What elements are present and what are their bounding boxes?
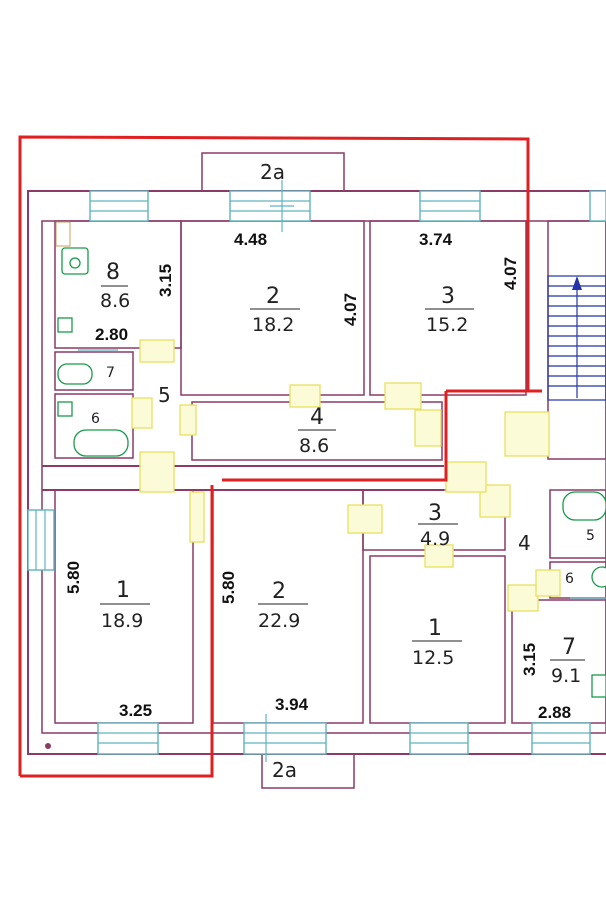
room-2-bottom-area: 22.9 xyxy=(258,610,300,632)
room-5-right-number: 5 xyxy=(586,528,595,544)
room-2-bottom-wall xyxy=(212,489,364,724)
room-1-right-area: 12.5 xyxy=(412,647,454,669)
room-3-top-area: 15.2 xyxy=(426,314,468,336)
room-6-right-number: 6 xyxy=(565,571,574,587)
room-8-number: 8 xyxy=(106,260,120,285)
dim-label: 5.80 xyxy=(64,561,83,594)
doors xyxy=(131,339,561,612)
corner-dot xyxy=(45,743,51,749)
room-1-right-number: 1 xyxy=(428,616,442,641)
room-7-small-number: 7 xyxy=(106,365,115,381)
room-2-top-area: 18.2 xyxy=(252,314,294,336)
stairs xyxy=(547,275,606,401)
dim-label: 2.88 xyxy=(538,703,571,722)
dim-label: 3.74 xyxy=(419,230,453,249)
room-2-top-number: 2 xyxy=(266,284,280,309)
room-7-right-area: 9.1 xyxy=(551,665,581,687)
room-7-small-wall xyxy=(54,351,134,391)
dim-label: 2.80 xyxy=(95,325,128,344)
room-6-small-number: 6 xyxy=(91,411,100,427)
room-5-number: 5 xyxy=(158,383,171,407)
windows xyxy=(27,180,606,762)
room-7-right-number: 7 xyxy=(562,635,576,660)
room-4-right-number: 4 xyxy=(518,531,531,555)
dim-label: 3.15 xyxy=(520,643,539,676)
room-2-bottom-number: 2 xyxy=(272,579,286,604)
room-1-area: 18.9 xyxy=(101,610,143,632)
dim-label: 4.07 xyxy=(501,257,520,290)
fixtures xyxy=(55,221,606,698)
dim-label: 3.94 xyxy=(275,695,309,714)
room-8-area: 8.6 xyxy=(100,290,130,312)
room-3-bottom-number: 3 xyxy=(428,501,442,526)
corridor-4-area: 8.6 xyxy=(299,435,329,457)
balcony-top-label: 2a xyxy=(260,160,285,184)
room-1-number: 1 xyxy=(116,578,130,603)
room-3-top-number: 3 xyxy=(441,284,455,309)
dim-label: 3.25 xyxy=(119,701,152,720)
dim-label: 4.07 xyxy=(341,293,360,326)
balcony-bottom-label: 2a xyxy=(272,758,297,782)
room-5-right-wall xyxy=(549,489,606,559)
dim-label: 4.48 xyxy=(234,230,267,249)
corridor-4-number: 4 xyxy=(310,405,324,430)
dim-label: 5.80 xyxy=(219,571,238,604)
room-3-bottom-area: 4.9 xyxy=(420,528,450,550)
room-1-wall xyxy=(54,489,194,724)
highlight-boundary xyxy=(18,135,542,778)
dim-label: 3.15 xyxy=(156,264,175,297)
